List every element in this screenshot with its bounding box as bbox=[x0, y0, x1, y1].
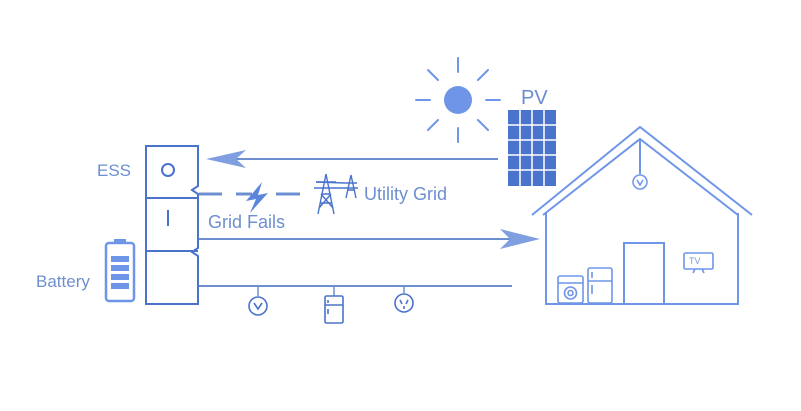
power-tower-icon bbox=[314, 173, 358, 215]
battery-label: Battery bbox=[36, 272, 90, 291]
battery-icon bbox=[104, 239, 136, 303]
fridge-icon bbox=[324, 295, 344, 324]
pv-label: PV bbox=[521, 87, 548, 109]
washer-icon bbox=[557, 275, 584, 304]
tv-icon bbox=[683, 252, 714, 274]
bulb-icon-house bbox=[632, 174, 648, 190]
house-icon bbox=[531, 125, 753, 305]
pv-to-ess-arrowhead bbox=[206, 150, 246, 168]
ess-to-house-arrowhead bbox=[500, 229, 540, 249]
grid-fails-label: Grid Fails bbox=[208, 212, 286, 232]
bulb-icon bbox=[248, 296, 268, 316]
utility-grid-label: Utility Grid bbox=[364, 184, 448, 204]
tv-label: TV bbox=[689, 256, 701, 266]
solar-panel-icon bbox=[508, 110, 556, 186]
sun-icon bbox=[415, 57, 501, 143]
ess-label: ESS bbox=[97, 161, 132, 180]
socket-icon bbox=[394, 293, 414, 313]
ess-cabinet-icon bbox=[145, 145, 199, 305]
fridge-icon-house bbox=[587, 267, 613, 304]
lightning-icon bbox=[246, 182, 268, 213]
